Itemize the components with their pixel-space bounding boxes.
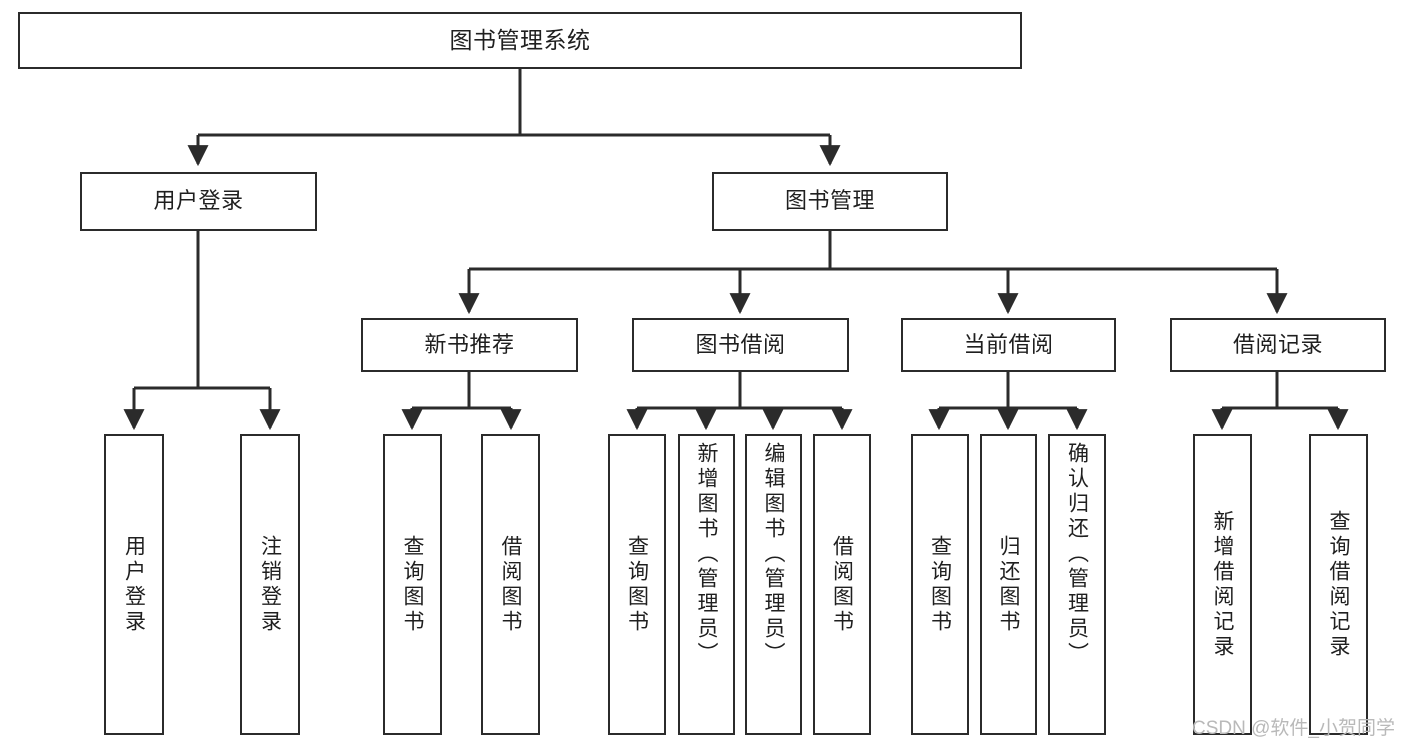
leaf-current-query-book[interactable]: 查询图书 — [911, 434, 969, 735]
node-label: 图书借阅 — [695, 331, 786, 357]
node-label: 新书推荐 — [424, 331, 515, 357]
node-label: 借阅图书 — [499, 534, 522, 635]
node-label: 新增图书（管理员） — [695, 442, 718, 667]
leaf-borrow-borrow-book[interactable]: 借阅图书 — [813, 434, 871, 735]
node-new-book-recommend[interactable]: 新书推荐 — [361, 318, 578, 372]
node-label: 新增借阅记录 — [1211, 509, 1234, 660]
csdn-watermark: CSDN @软件_小贺同学 — [1192, 718, 1395, 739]
leaf-current-return-book[interactable]: 归还图书 — [980, 434, 1037, 735]
node-user-login[interactable]: 用户登录 — [80, 172, 317, 231]
node-book-management[interactable]: 图书管理 — [712, 172, 948, 231]
node-current-borrow[interactable]: 当前借阅 — [901, 318, 1116, 372]
leaf-borrow-add-book-admin[interactable]: 新增图书（管理员） — [678, 434, 735, 735]
node-label: 借阅图书 — [830, 534, 854, 635]
node-label: 查询图书 — [401, 534, 424, 635]
leaf-new-book-query-book[interactable]: 查询图书 — [383, 434, 442, 735]
leaf-record-add-borrow-record[interactable]: 新增借阅记录 — [1193, 434, 1252, 735]
node-label: 查询图书 — [928, 534, 952, 635]
node-book-borrow[interactable]: 图书借阅 — [632, 318, 849, 372]
leaf-borrow-query-book[interactable]: 查询图书 — [608, 434, 666, 735]
node-label: 确认归还（管理员） — [1065, 442, 1089, 667]
node-label: 归还图书 — [997, 534, 1020, 635]
node-label: 注销登录 — [258, 534, 282, 635]
node-borrow-record[interactable]: 借阅记录 — [1170, 318, 1386, 372]
node-label: 查询图书 — [625, 534, 649, 635]
leaf-user-login-login[interactable]: 用户登录 — [104, 434, 164, 735]
leaf-current-confirm-return-admin[interactable]: 确认归还（管理员） — [1048, 434, 1106, 735]
node-label: 用户登录 — [122, 534, 146, 635]
leaf-new-book-borrow-book[interactable]: 借阅图书 — [481, 434, 540, 735]
leaf-record-query-borrow-record[interactable]: 查询借阅记录 — [1309, 434, 1368, 735]
node-label: 编辑图书（管理员） — [762, 442, 785, 667]
node-label: 图书管理 — [784, 188, 875, 214]
node-root-book-management-system[interactable]: 图书管理系统 — [18, 12, 1022, 69]
node-label: 借阅记录 — [1232, 331, 1323, 357]
leaf-user-login-logout[interactable]: 注销登录 — [240, 434, 300, 735]
node-label: 当前借阅 — [963, 331, 1054, 357]
leaf-borrow-edit-book-admin[interactable]: 编辑图书（管理员） — [745, 434, 802, 735]
node-label: 用户登录 — [153, 188, 244, 214]
node-label: 图书管理系统 — [449, 27, 591, 54]
node-label: 查询借阅记录 — [1327, 509, 1350, 660]
